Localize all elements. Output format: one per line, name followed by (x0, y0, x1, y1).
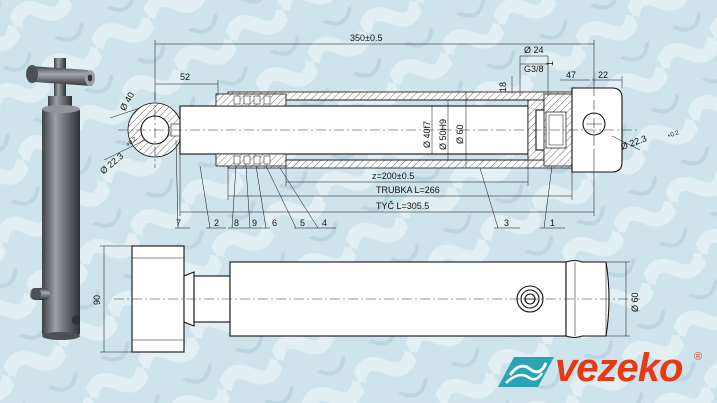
wave-logo-icon (498, 357, 554, 387)
dim-pin-right-tol: +0.2 (667, 130, 681, 140)
dim-stroke: z=200±0.5 (372, 171, 414, 181)
part-number: 6 (272, 218, 277, 228)
dim-overall: 350±0.5 (350, 33, 382, 43)
dim-eye-diameter: Ø 40 (118, 90, 136, 112)
dim-tube-length: TRUBKA L=266 (376, 185, 440, 195)
dim-bore-diameter: Ø 50H9 (438, 119, 448, 150)
part-number: 7 (176, 218, 181, 228)
dim-pin-left: Ø 22.3 (98, 151, 125, 176)
part-number: 8 (234, 218, 239, 228)
section-view (118, 87, 640, 173)
part-number: 2 (214, 218, 219, 228)
part-number: 5 (300, 218, 305, 228)
dim-port-depth: 1 (545, 61, 555, 66)
part-number: 4 (322, 218, 327, 228)
dim-side-diameter: Ø 60 (630, 292, 640, 312)
part-numbers: 7 2 8 9 6 5 4 3 1 (176, 218, 555, 228)
cylinder-render (26, 58, 95, 340)
dim-port-thread: G3/8 (524, 64, 544, 74)
dim-eye-offset: 52 (180, 72, 190, 82)
part-number: 3 (504, 218, 509, 228)
dimension-lines (103, 40, 641, 229)
dim-side-height: 90 (92, 295, 102, 305)
part-number: 9 (252, 218, 257, 228)
dim-port-height: 18 (498, 82, 508, 92)
dim-port-offset: 47 (566, 70, 576, 80)
dim-pin-right: Ø 22.3 (619, 133, 648, 152)
dim-port-diameter: Ø 24 (524, 45, 544, 55)
brand-name: vezeko (555, 346, 683, 390)
registered-mark: ® (694, 351, 703, 363)
dim-rod-diameter: Ø 40f7 (422, 121, 432, 148)
part-number: 1 (550, 218, 555, 228)
side-view: 90 Ø 60 (92, 245, 640, 353)
dim-tube-diameter: Ø 60 (455, 124, 465, 144)
dim-rod-length: TYČ L=305.5 (376, 201, 429, 211)
dim-end-offset: 22 (598, 70, 608, 80)
